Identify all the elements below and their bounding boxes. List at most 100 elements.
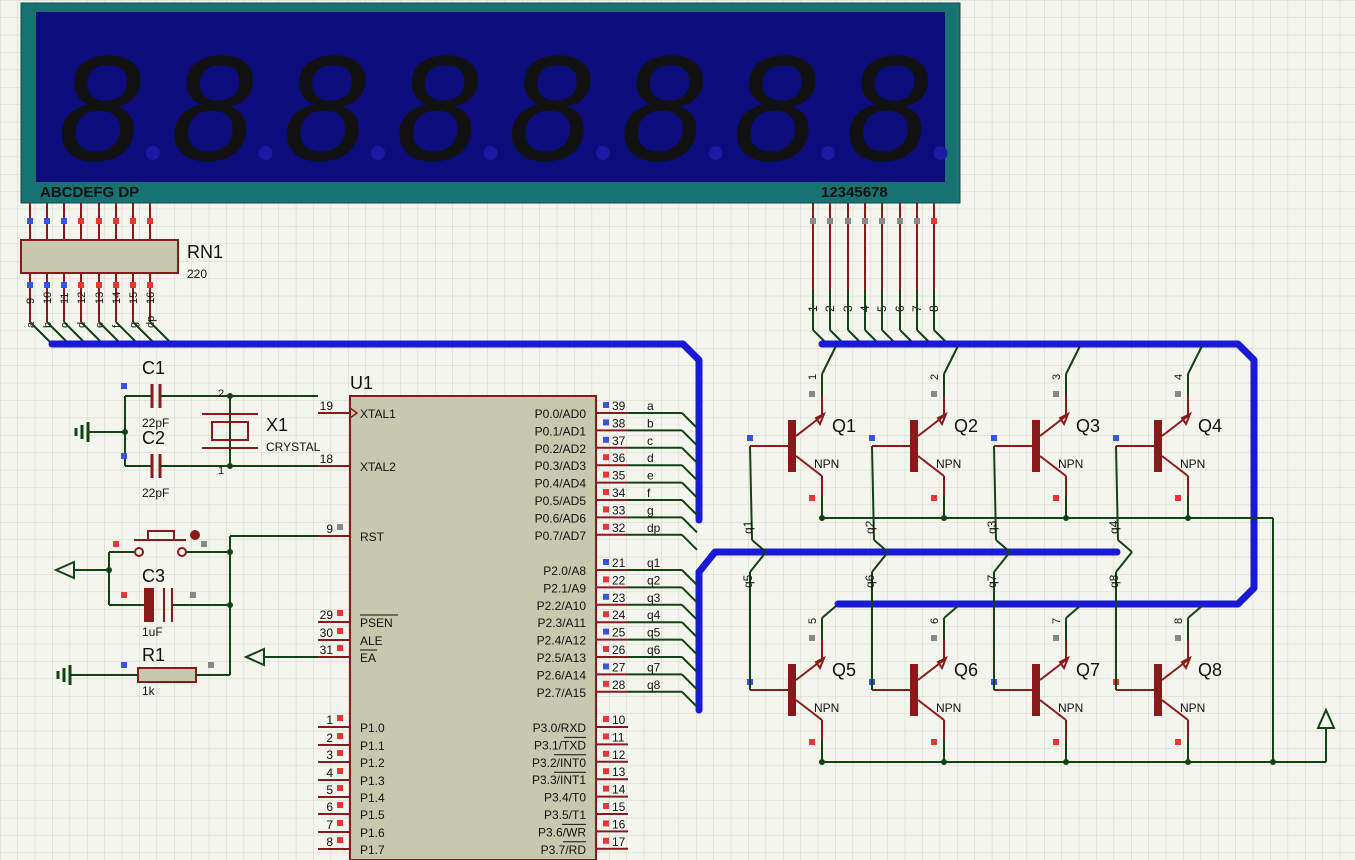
display-digit: 8 xyxy=(508,24,591,192)
u1-pin-name: P1.3 xyxy=(360,774,385,788)
c2-value: 22pF xyxy=(142,486,169,500)
u1-net-label: q3 xyxy=(647,591,661,605)
display-digit: 8 xyxy=(58,24,141,192)
transistor-base-net: q3 xyxy=(985,520,999,534)
transistor-ref: Q4 xyxy=(1198,416,1222,436)
display-pins: 12345678 xyxy=(27,203,947,343)
x1-pin-top: 2 xyxy=(218,388,224,400)
rn1-pin-number: 14 xyxy=(111,292,123,304)
u1-net-label: q2 xyxy=(647,573,661,587)
c1-ref: C1 xyxy=(142,358,165,378)
transistor-ref: Q1 xyxy=(832,416,856,436)
u1-pin-name: P0.2/AD2 xyxy=(535,442,587,456)
u1-pin-name: P2.1/A9 xyxy=(543,581,586,595)
u1-pin-name: P3.1/TXD xyxy=(534,738,586,752)
u1-pin-number: 32 xyxy=(612,521,626,535)
u1-pin-number: 30 xyxy=(320,626,334,640)
u1-pin-number: 37 xyxy=(612,434,626,448)
transistor-base-net: q5 xyxy=(741,574,755,588)
transistor-ref: Q3 xyxy=(1076,416,1100,436)
digit-header: 12345678 xyxy=(821,184,888,201)
u1-pin-name: P0.3/AD3 xyxy=(535,459,587,473)
u1-pin-number: 13 xyxy=(612,765,626,779)
display-digit: 8 xyxy=(621,24,704,192)
ground-symbol-reset xyxy=(56,665,138,685)
u1-pin-number: 4 xyxy=(326,766,333,780)
u1-pin-number: 10 xyxy=(612,713,626,727)
transistor-base-net: q4 xyxy=(1107,520,1121,534)
microcontroller-u1[interactable]: U1 xyxy=(349,373,597,860)
ground-symbol-osc xyxy=(74,422,125,442)
u1-pin-number: 14 xyxy=(612,783,626,797)
u1-net-label: q1 xyxy=(647,556,661,570)
x1-value: CRYSTAL xyxy=(266,440,321,454)
rn1-net-label: c xyxy=(59,322,71,328)
crystal-x1[interactable]: X1 CRYSTAL 2 1 xyxy=(202,388,321,477)
u1-pin-number: 22 xyxy=(612,573,626,587)
u1-pin-name: P2.7/A15 xyxy=(537,686,587,700)
u1-pin-name: P3.5/T1 xyxy=(544,808,586,822)
transistor-collector-pin: 3 xyxy=(1051,374,1063,380)
terminal-ea xyxy=(243,647,318,667)
u1-net-label: c xyxy=(647,434,653,448)
u1-pin-number: 9 xyxy=(326,522,333,536)
u1-pin-name: P1.4 xyxy=(360,791,385,805)
u1-net-label: g xyxy=(647,503,654,517)
capacitor-c1[interactable]: C1 22pF xyxy=(121,358,318,430)
rn1-net-label: a xyxy=(25,321,37,328)
u1-pin-name: P0.6/AD6 xyxy=(535,511,587,525)
capacitor-c3[interactable]: C3 1uF xyxy=(109,566,230,639)
u1-body xyxy=(349,395,597,860)
output-rails xyxy=(822,517,1336,765)
u1-net-label: q7 xyxy=(647,660,661,674)
u1-pin-number: 24 xyxy=(612,608,626,622)
u1-pin-name: EA xyxy=(360,651,376,665)
display-decimal-point xyxy=(821,146,835,160)
segment-bus xyxy=(48,340,703,524)
transistor-ref: Q8 xyxy=(1198,660,1222,680)
u1-pin-number: 12 xyxy=(612,748,626,762)
u1-pin-name: ALE xyxy=(360,634,383,648)
u1-pin-name: P1.1 xyxy=(360,739,385,753)
rn1-pin-number: 11 xyxy=(59,293,71,304)
u1-pin-number: 8 xyxy=(326,835,333,849)
transistor-collector-pin: 5 xyxy=(807,618,819,624)
u1-pin-number: 39 xyxy=(612,399,626,413)
u1-pin-name: P1.7 xyxy=(360,843,385,857)
u1-pin-number: 25 xyxy=(612,626,626,640)
reset-circuit: C3 1uF R1 1k xyxy=(53,530,318,698)
display-decimal-point xyxy=(258,146,273,160)
transistor-base-net: q6 xyxy=(863,574,877,588)
u1-net-label: b xyxy=(647,416,654,430)
u1-pin-name: PSEN xyxy=(360,616,393,630)
resistor-r1[interactable]: R1 1k xyxy=(121,645,230,698)
base-bus xyxy=(695,548,1121,576)
transistor-ref: Q6 xyxy=(954,660,978,680)
c3-ref: C3 xyxy=(142,566,165,586)
u1-pin-name: P3.2/INT0 xyxy=(532,756,586,770)
u1-pin-number: 15 xyxy=(612,800,626,814)
transistor-base-net: q1 xyxy=(741,520,755,534)
u1-pin-name: RST xyxy=(360,530,385,544)
reset-push-button[interactable] xyxy=(109,530,230,557)
u1-pin-name: P3.0/RXD xyxy=(533,721,587,735)
capacitor-c2[interactable]: C2 22pF xyxy=(121,428,318,500)
u1-pin-number: 31 xyxy=(320,643,334,657)
display-decimal-point xyxy=(708,146,723,160)
transistor-collector-pin: 1 xyxy=(807,374,819,380)
u1-pin-name: P2.6/A14 xyxy=(537,668,587,682)
oscillator-circuit: C1 22pF C2 22pF X1 CRYSTAL 2 1 xyxy=(74,358,321,500)
transistor-collector-pin: 4 xyxy=(1173,374,1185,380)
u1-pin-name: P1.5 xyxy=(360,808,385,822)
